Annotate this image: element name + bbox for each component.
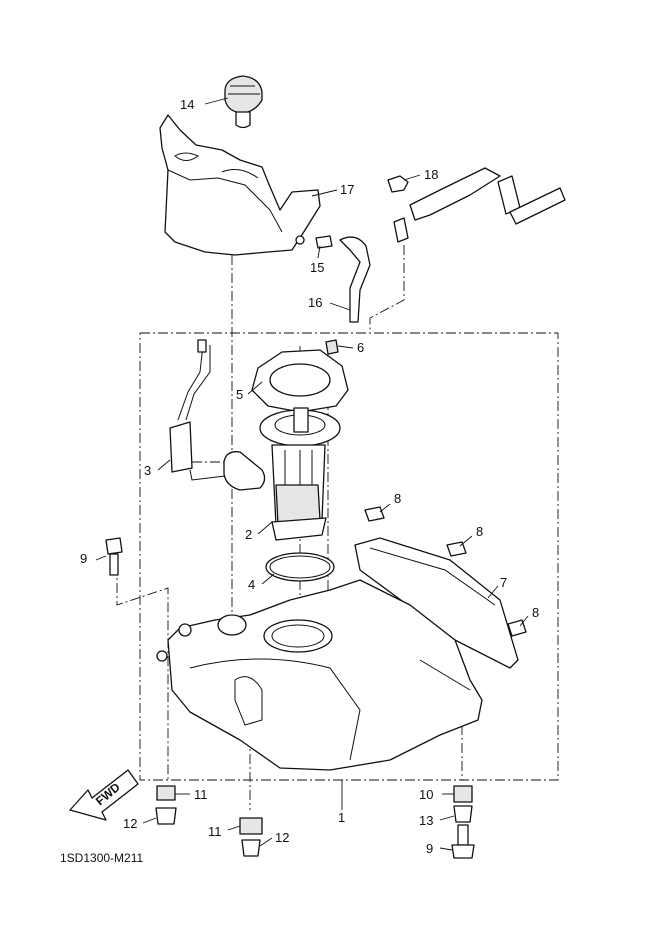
part-4-o-ring — [265, 552, 335, 582]
callout-2: 2 — [245, 527, 252, 542]
callout-18: 18 — [424, 167, 438, 182]
part-3-sensor — [169, 339, 226, 481]
callout-15: 15 — [310, 260, 324, 275]
part-2-fuel-pump — [271, 444, 327, 541]
part-5-plate — [251, 349, 349, 413]
part-8-clip-a — [364, 506, 385, 522]
part-6-bolt — [325, 339, 339, 355]
callout-17: 17 — [340, 182, 354, 197]
callout-9-upper: 9 — [80, 551, 87, 566]
callout-6: 6 — [357, 340, 364, 355]
part-17-cover — [159, 114, 321, 256]
assembly-boundary — [139, 332, 559, 781]
callout-numbers: 14 17 18 15 16 6 5 3 2 8 8 9 4 7 8 11 12… — [80, 97, 539, 856]
callout-1: 1 — [338, 810, 345, 825]
callout-8-b: 8 — [476, 524, 483, 539]
callout-7: 7 — [500, 575, 507, 590]
leader-lines — [95, 97, 529, 851]
part-12-collar-center — [241, 839, 261, 857]
reference-code: 1SD1300-M211 — [60, 851, 144, 865]
callout-11-center: 11 — [208, 824, 222, 839]
callout-14: 14 — [180, 97, 194, 112]
part-15-fitting — [295, 235, 333, 249]
part-11-grommet-center — [239, 817, 263, 835]
part-9-bolt-upper — [105, 537, 123, 576]
callout-8-a: 8 — [394, 491, 401, 506]
part-7-bracket — [354, 537, 519, 669]
part-1-fuel-tank — [156, 579, 483, 771]
fuel-filter — [223, 451, 266, 491]
callout-9-lower: 9 — [426, 841, 433, 856]
forward-direction-arrow: FWD — [69, 769, 139, 821]
part-8-clip-b — [446, 541, 467, 557]
callout-5: 5 — [236, 387, 243, 402]
part-13-collar-right — [453, 805, 473, 823]
callout-11-left: 11 — [194, 787, 208, 802]
callout-12-center: 12 — [275, 830, 289, 845]
part-14-fuel-cap — [224, 75, 263, 129]
callout-12-left: 12 — [123, 816, 137, 831]
part-10-grommet-right — [453, 785, 473, 803]
part-12-collar-left — [155, 807, 177, 825]
callout-4: 4 — [248, 577, 255, 592]
callout-8-c: 8 — [532, 605, 539, 620]
callout-10: 10 — [419, 787, 433, 802]
callout-16: 16 — [308, 295, 322, 310]
callout-13: 13 — [419, 813, 433, 828]
fuel-pump-flange — [259, 407, 341, 447]
part-11-grommet-left — [156, 785, 176, 801]
part-9-bolt-lower — [451, 824, 475, 859]
callout-3: 3 — [144, 463, 151, 478]
part-18-clip-hose — [387, 167, 566, 243]
part-16-hose — [339, 236, 371, 323]
